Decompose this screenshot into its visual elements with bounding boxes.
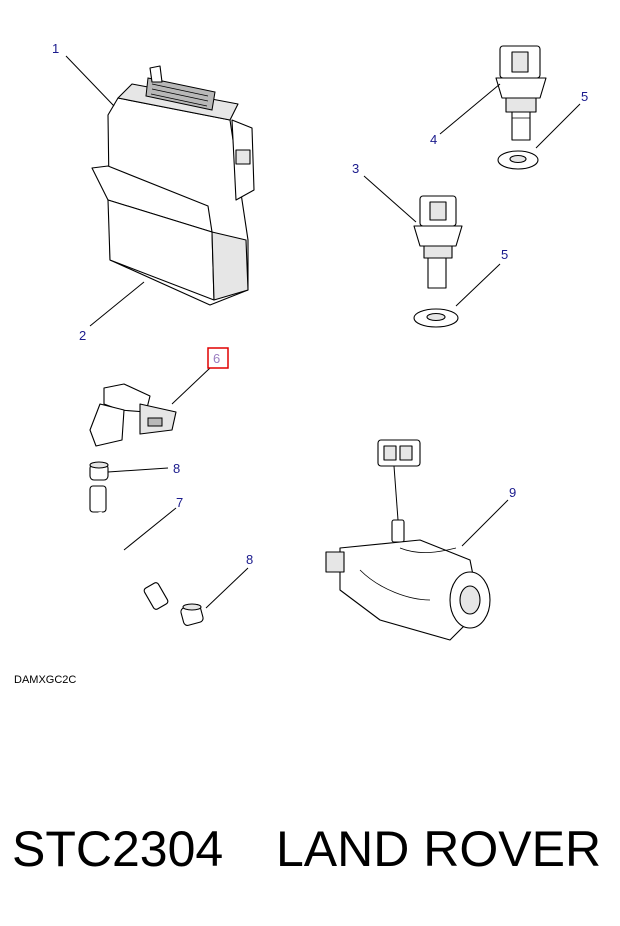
callout-6: 6 [213, 351, 220, 366]
callout-2: 2 [79, 328, 86, 343]
connecting-cable [89, 485, 169, 610]
parts-diagram: 1 2 3 4 5 5 6 7 8 8 9 DAMXGC2C [14, 41, 588, 686]
callout-7: 7 [176, 495, 183, 510]
highlight-box [207, 347, 229, 369]
temperature-sensor-top [495, 45, 547, 141]
callout-9: 9 [509, 485, 516, 500]
part-number: STC2304 [12, 821, 224, 877]
callout-5-top: 5 [581, 89, 588, 104]
clip-upper [89, 461, 109, 481]
callout-1: 1 [52, 41, 59, 56]
callout-3: 3 [352, 161, 359, 176]
starter-assembly [325, 439, 491, 641]
reference-code: DAMXGC2C [14, 674, 76, 686]
callout-8-upper: 8 [173, 461, 180, 476]
clip-lower [180, 603, 204, 626]
footer: STC2304 LAND ROVER [0, 810, 620, 900]
callout-4: 4 [430, 132, 437, 147]
position-sensor [89, 383, 177, 447]
callout-8-lower: 8 [246, 552, 253, 567]
callout-5-middle: 5 [501, 247, 508, 262]
leader-lines [65, 55, 581, 609]
brand-name: LAND ROVER [276, 821, 602, 877]
ecu-module [91, 65, 255, 306]
temperature-sensor-middle [413, 195, 463, 289]
